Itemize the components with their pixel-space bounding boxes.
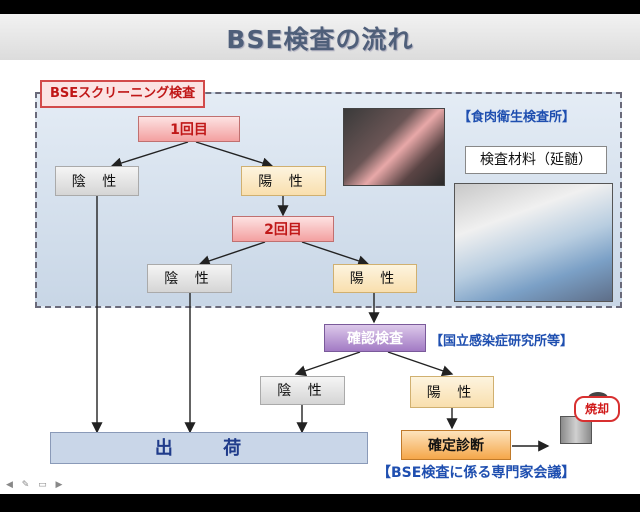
top-bar: [0, 0, 640, 14]
screening-label: BSEスクリーニング検査: [40, 80, 206, 108]
second-test-node: 2回目: [232, 216, 334, 242]
lab-photo: [454, 183, 613, 302]
slide-title: BSE検査の流れ: [226, 25, 414, 54]
institute-label: 【国立感染症研究所等】: [430, 334, 574, 349]
title-band: [0, 14, 640, 60]
negative-node-1: 陰 性: [55, 166, 139, 196]
positive-node-1: 陽 性: [241, 166, 326, 196]
first-test-node: 1回目: [138, 116, 240, 142]
shipment-node: 出 荷: [50, 432, 368, 464]
positive-node-2: 陽 性: [333, 264, 417, 293]
expert-committee-label: 【BSE検査に係る専門家会議】: [377, 465, 576, 481]
sample-callout: 検査材料（延髄）: [465, 146, 607, 174]
bottom-bar: [0, 494, 640, 512]
final-diagnosis-node: 確定診断: [401, 430, 511, 460]
negative-node-3: 陰 性: [260, 376, 345, 405]
lab-label: 【食肉衛生検査所】: [458, 110, 576, 125]
negative-node-2: 陰 性: [147, 264, 232, 293]
positive-node-3: 陽 性: [410, 376, 494, 408]
confirmation-test-node: 確認検査: [324, 324, 426, 352]
slide-nav-icons[interactable]: ◀ ✎ ▭ ▶: [6, 480, 66, 490]
incineration-label: 焼却: [574, 396, 620, 422]
sample-photo: [343, 108, 445, 186]
